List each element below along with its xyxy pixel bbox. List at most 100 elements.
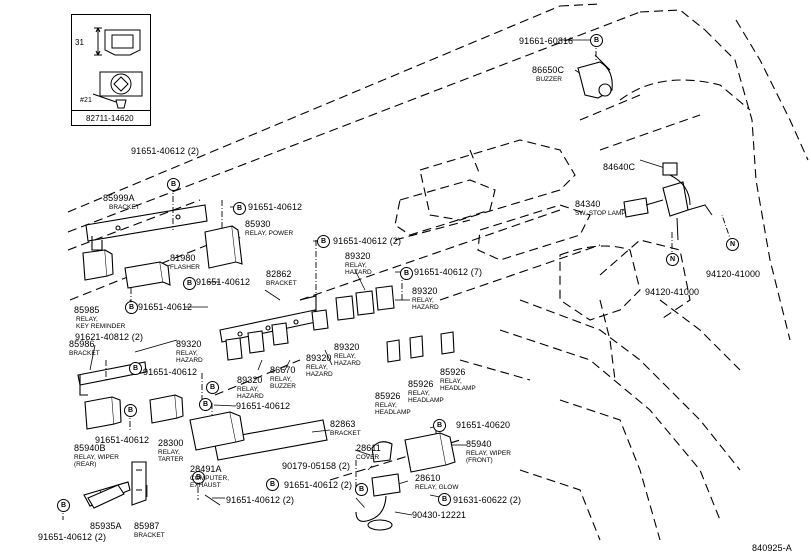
part-description: RELAY,HAZARD — [412, 297, 439, 311]
part-number-label: 91651-40612 — [138, 302, 193, 312]
part-description: BRACKET — [69, 350, 100, 357]
nut-icon: N — [666, 253, 679, 266]
bolt-icon: B — [317, 235, 330, 248]
part-number-label: 91621-40812 (2) — [75, 332, 144, 342]
part-description: RELAY,HAZARD — [345, 262, 372, 276]
bolt-icon: B — [433, 419, 446, 432]
part-number-label: 86670 — [270, 365, 296, 375]
part-number-label: 91651-40612 (7) — [414, 267, 483, 277]
part-description: RELAY, GLOW — [415, 484, 459, 491]
part-description: SW, STOP LAMP — [575, 210, 626, 217]
part-number-label: 91651-40612 — [236, 401, 291, 411]
part-number-label: 91631-60622 (2) — [453, 495, 522, 505]
part-number-label: 85940B — [74, 443, 106, 453]
part-description: RELAY,KEY REMINDER — [76, 316, 126, 330]
inset-callout: #21 — [80, 97, 92, 104]
part-number-label: 89320 — [345, 251, 371, 261]
part-number-label: 91651-40612 (2) — [226, 495, 295, 505]
bolt-icon: B — [206, 381, 219, 394]
inset-part-number: 82711-14620 — [86, 114, 134, 123]
bolt-icon: B — [355, 483, 368, 496]
part-number-label: 82863 — [330, 419, 356, 429]
bolt-icon: B — [233, 202, 246, 215]
part-number-label: 91651-40612 (2) — [131, 146, 200, 156]
part-description: BRACKET — [330, 430, 361, 437]
part-number-label: 91651-40612 (2) — [333, 236, 402, 246]
bolt-icon: B — [590, 34, 603, 47]
part-description: RELAY,TARTER — [158, 449, 184, 463]
drawing-id: 840925-A — [752, 543, 792, 553]
inset-box — [71, 14, 151, 126]
part-description: RELAY, WIPER(REAR) — [74, 454, 119, 468]
part-description: RELAY,BUZZER — [270, 376, 296, 390]
bolt-icon: B — [57, 499, 70, 512]
part-number-label: 89320 — [176, 339, 202, 349]
part-number-label: 85987 — [134, 521, 160, 531]
part-description: BRACKET — [109, 204, 140, 211]
part-description: COMPUTER,EXHAUST — [190, 475, 229, 489]
part-description: RELAY,HAZARD — [176, 350, 203, 364]
bolt-icon: B — [167, 178, 180, 191]
part-number-label: 84640C — [603, 162, 636, 172]
bolt-icon: B — [129, 362, 142, 375]
bolt-icon: B — [266, 478, 279, 491]
part-number-label: 85926 — [440, 367, 466, 377]
part-number-label: 91661-60816 — [519, 36, 574, 46]
part-number-label: 94120-41000 — [645, 287, 700, 297]
part-number-label: 89320 — [334, 342, 360, 352]
part-description: RELAY, WIPER(FRONT) — [466, 450, 511, 464]
part-number-label: 85930 — [245, 219, 271, 229]
part-number-label: 85926 — [375, 391, 401, 401]
part-description: FLASHER — [170, 264, 200, 271]
part-description: BRACKET — [266, 280, 297, 287]
part-description: BUZZER — [536, 76, 562, 83]
inset-dimension: 31 — [75, 38, 85, 47]
part-number-label: 28300 — [158, 438, 184, 448]
bolt-icon: B — [125, 301, 138, 314]
part-number-label: 82862 — [266, 269, 292, 279]
part-number-label: 85999A — [103, 193, 135, 203]
part-number-label: 28611 — [356, 443, 381, 453]
part-number-label: 28610 — [415, 473, 441, 483]
part-description: RELAY,HAZARD — [237, 386, 264, 400]
part-description: RELAY, POWER — [245, 230, 294, 237]
part-number-label: 90179-05158 (2) — [282, 461, 351, 471]
part-number-label: 94120-41000 — [706, 269, 761, 279]
part-description: RELAY,HAZARD — [306, 364, 333, 378]
part-description: RELAY,HEADLAMP — [375, 402, 411, 416]
part-number-label: 85985 — [74, 305, 100, 315]
part-number-label: 85940 — [466, 439, 492, 449]
part-number-label: 89320 — [237, 375, 263, 385]
part-description: RELAY,HEADLAMP — [408, 390, 444, 404]
part-description: COVER — [356, 454, 380, 461]
part-number-label: 84340 — [575, 199, 601, 209]
part-number-label: 89320 — [306, 353, 332, 363]
part-number-label: 86650C — [532, 65, 565, 75]
part-number-label: 85926 — [408, 379, 434, 389]
part-number-label: 91651-40612 (2) — [284, 480, 353, 490]
bolt-icon: B — [183, 277, 196, 290]
part-description: BRACKET — [134, 532, 165, 539]
bolt-icon: B — [438, 493, 451, 506]
part-number-label: 85986 — [69, 339, 95, 349]
part-number-label: 91651-40612 — [95, 435, 150, 445]
part-number-label: 91651-40620 — [456, 420, 511, 430]
part-number-label: 90430-12221 — [412, 510, 467, 520]
part-description: RELAY,HEADLAMP — [440, 378, 476, 392]
part-number-label: 28491A — [190, 464, 222, 474]
part-number-label: 91651-40612 — [196, 277, 251, 287]
part-number-label: 91651-40612 (2) — [38, 532, 107, 542]
part-number-label: 81980 — [170, 253, 196, 263]
nut-icon: N — [726, 238, 739, 251]
part-number-label: 91651-40612 — [248, 202, 303, 212]
bolt-icon: B — [400, 267, 413, 280]
inset-divider — [71, 110, 151, 111]
part-description: RELAY,HAZARD — [334, 353, 361, 367]
bolt-icon: B — [192, 471, 205, 484]
part-number-label: 85935A — [90, 521, 122, 531]
bolt-icon: B — [124, 404, 137, 417]
part-number-label: 91651-40612 — [143, 367, 198, 377]
bolt-icon: B — [199, 398, 212, 411]
